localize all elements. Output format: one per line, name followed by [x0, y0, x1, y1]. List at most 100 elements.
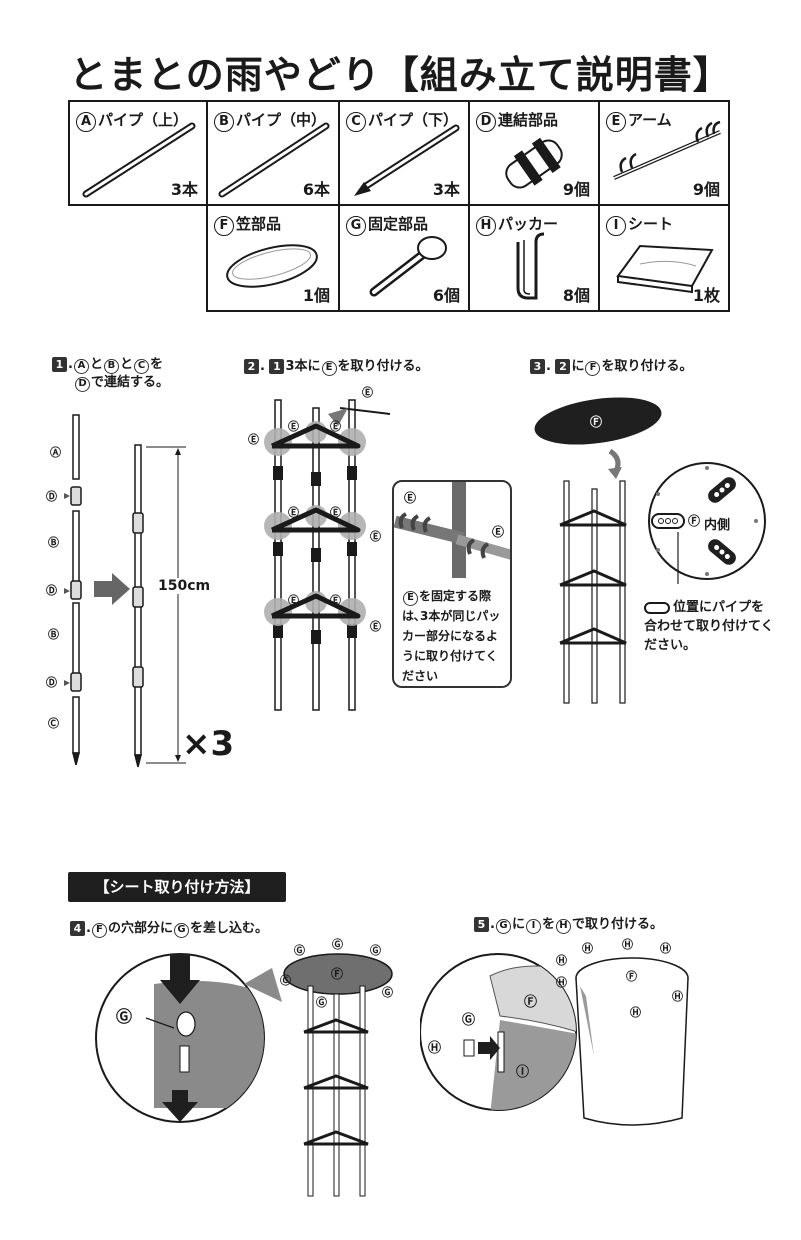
arrow-down-icon	[162, 1090, 198, 1122]
svg-text:Ⓖ: Ⓖ	[332, 938, 343, 951]
step3-diagram: Ⓕ	[534, 397, 662, 704]
arrow-right-icon	[478, 1036, 500, 1060]
svg-text:Ⓖ: Ⓖ	[280, 973, 291, 987]
arm-icon	[613, 120, 721, 180]
step-number-badge: 5	[474, 917, 489, 932]
svg-text:Ⓖ: Ⓖ	[294, 943, 305, 957]
svg-text:Ⓕ: Ⓕ	[590, 414, 602, 429]
svg-text:Ⓔ: Ⓔ	[248, 432, 259, 446]
part-qty: 6個	[432, 286, 460, 305]
page-title: とまとの雨やどり【組み立て説明書】	[69, 53, 732, 97]
part-name: パイプ（下）	[368, 111, 459, 129]
part-qty: 9個	[692, 180, 720, 199]
step-ref-badge: 1	[269, 359, 285, 374]
svg-text:Ⓗ: Ⓗ	[622, 937, 633, 951]
part-letter: H	[476, 216, 496, 236]
letter-marker: D	[75, 377, 90, 392]
svg-text:Ⓕ: Ⓕ	[524, 994, 537, 1010]
part-name: アーム	[628, 111, 672, 129]
label-d: Ⓓ	[46, 583, 57, 597]
part-name: シート	[628, 215, 674, 233]
step-text: で取り付ける。	[571, 917, 663, 932]
letter-marker: I	[525, 919, 541, 934]
connector-icon	[505, 137, 563, 189]
letter-marker: F	[91, 923, 107, 938]
label-c: Ⓒ	[48, 716, 59, 730]
svg-text:Ⓗ: Ⓗ	[672, 989, 683, 1003]
step-text: を	[149, 357, 163, 372]
svg-text:Ⓖ: Ⓖ	[370, 943, 381, 957]
svg-text:Ⓔ: Ⓔ	[288, 419, 299, 433]
letter-marker: E	[321, 361, 337, 376]
step-number-badge: 1	[52, 357, 67, 372]
svg-text:Ⓖ: Ⓖ	[316, 995, 327, 1009]
inner-label: 内側	[704, 518, 731, 533]
part-name: パッカー	[498, 215, 559, 233]
part-name: パイプ（上）	[98, 111, 189, 129]
pipe-icon	[82, 122, 196, 198]
step-number-badge: 4	[70, 921, 85, 936]
part-letter: B	[214, 112, 234, 132]
cap-f	[534, 397, 662, 445]
step-text: を差し込む。	[189, 921, 268, 936]
pipe-b	[72, 602, 80, 676]
arrow-down-icon	[608, 467, 622, 479]
pipe-tip	[72, 752, 80, 766]
part-qty: 3本	[170, 180, 198, 199]
part-letter: G	[346, 216, 366, 236]
fixing-part-icon	[369, 236, 447, 297]
connector-d	[70, 672, 82, 692]
part-letter: F	[214, 216, 234, 236]
svg-text:Ⓗ: Ⓗ	[660, 941, 671, 955]
arrow-right-icon	[94, 573, 130, 605]
arrow-down-left-icon	[328, 408, 348, 426]
svg-text:Ⓔ: Ⓔ	[362, 385, 373, 399]
step-text: を取り付ける。	[337, 359, 429, 374]
label-b: Ⓑ	[48, 627, 59, 641]
svg-text:Ⓕ: Ⓕ	[626, 969, 637, 983]
part-qty: 6本	[302, 180, 330, 199]
part-name: 連結部品	[498, 111, 559, 129]
part-letter: D	[476, 112, 496, 132]
spike-pipe-icon	[354, 124, 460, 196]
svg-text:Ⓗ: Ⓗ	[556, 975, 567, 989]
part-letter: E	[606, 112, 626, 132]
sheet-section-heading: 【シート取り付け方法】	[68, 872, 286, 902]
part-letter: I	[606, 216, 626, 236]
svg-text:Ⓗ: Ⓗ	[582, 941, 593, 955]
step-number-badge: 2	[244, 359, 259, 374]
pipe-icon	[218, 122, 330, 198]
step3-note: 位置にパイプを合わせて取り付けてください。	[644, 598, 776, 655]
part-name: 固定部品	[368, 215, 429, 233]
svg-text:Ⓔ: Ⓔ	[492, 524, 504, 539]
svg-text:Ⓗ: Ⓗ	[556, 953, 567, 967]
slot-marker-icon	[644, 601, 670, 614]
svg-text:Ⓕ: Ⓕ	[331, 966, 343, 981]
svg-text:Ⓖ: Ⓖ	[462, 1012, 475, 1028]
letter-marker: B	[103, 359, 119, 374]
letter-marker: H	[555, 919, 571, 934]
arm-detail-illustration: Ⓔ Ⓔ	[394, 482, 510, 578]
svg-text:Ⓔ: Ⓔ	[330, 419, 341, 433]
length-label: 150cm	[156, 578, 213, 594]
arrow-down-icon	[160, 954, 200, 1004]
multiplier-label: ×3	[182, 724, 235, 764]
part-letter: A	[76, 112, 96, 132]
step-text: の穴部分に	[107, 921, 173, 936]
svg-text:Ⓔ: Ⓔ	[330, 505, 341, 519]
part-qty: 1個	[302, 286, 330, 305]
svg-text:Ⓕ: Ⓕ	[688, 513, 700, 528]
cap-inner-view: Ⓕ	[648, 462, 766, 584]
step-ref-badge: 2	[555, 359, 571, 374]
